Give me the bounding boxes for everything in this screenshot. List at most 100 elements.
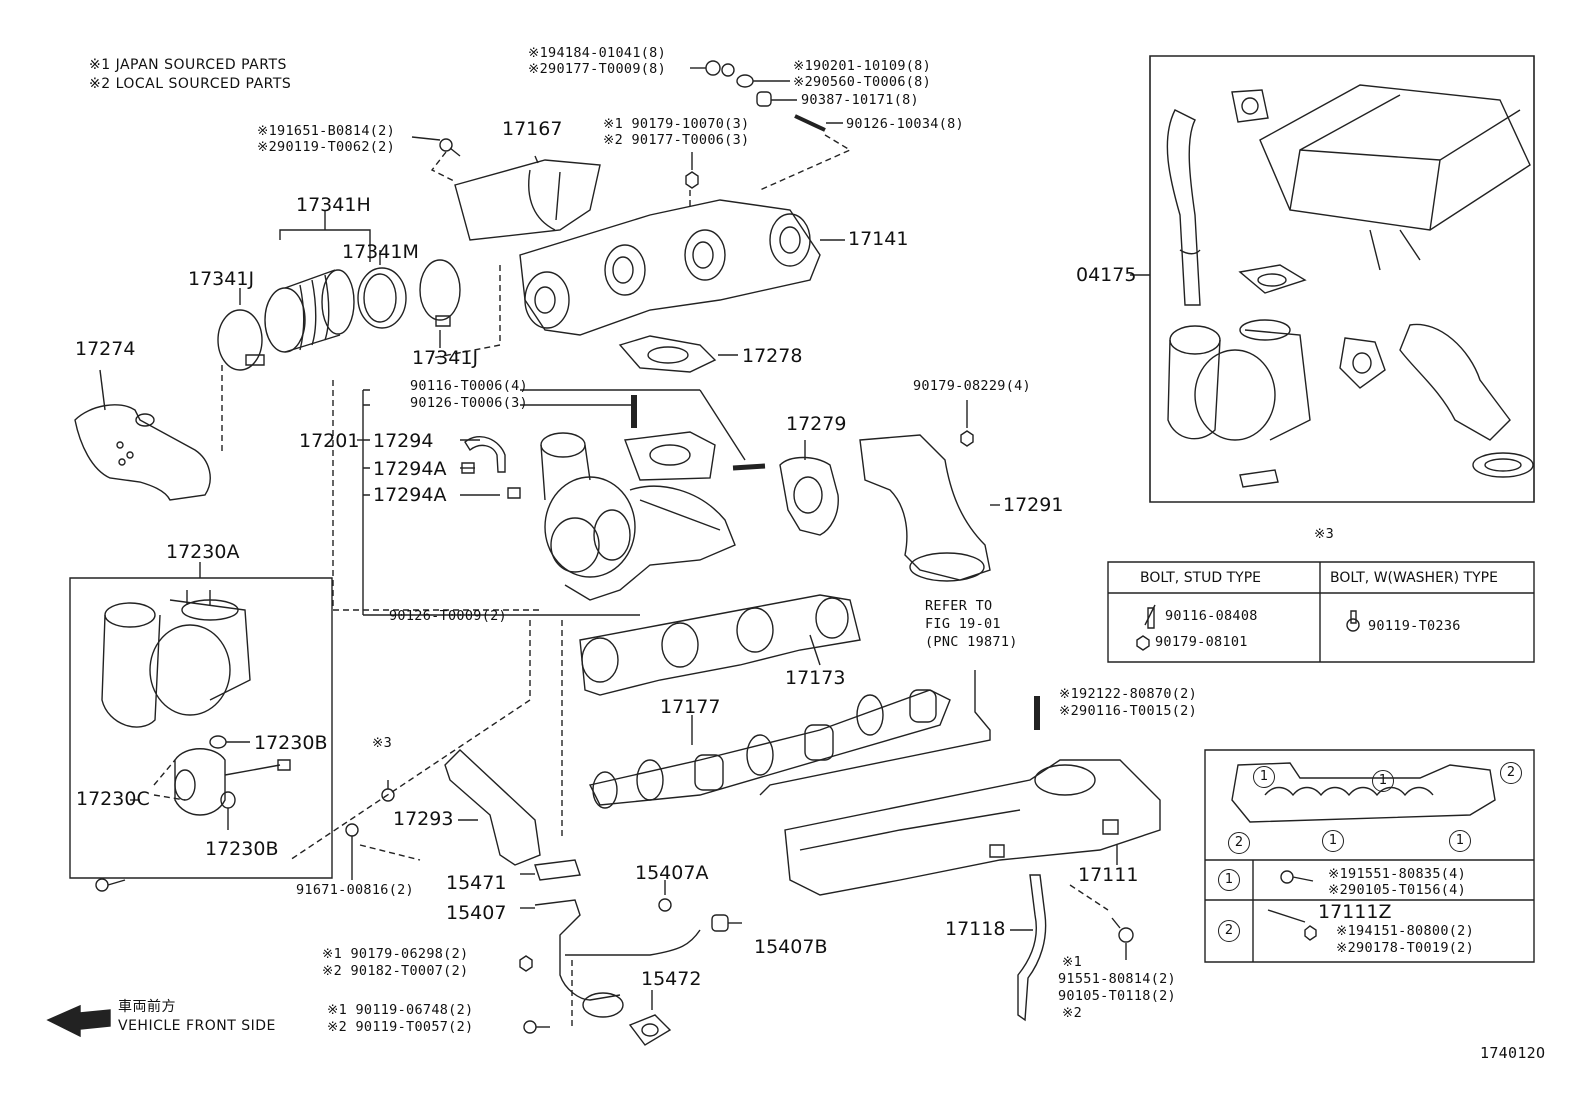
washer-17230B-bottom (221, 792, 235, 808)
part-17341H: 17341H (296, 194, 371, 216)
ref-290560: ※290560-T0006(8) (793, 74, 932, 90)
ref-191651: ※191651-B0814(2) (257, 123, 396, 139)
nut-icon-17291 (961, 431, 973, 446)
bolt-icon-17118 (1112, 918, 1133, 942)
ref-290177-T0009: ※290177-T0009(8) (528, 61, 667, 77)
kit-04175-frame (1150, 56, 1534, 502)
part-15407A: 15407A (635, 862, 709, 884)
stud-bolt-icon (1145, 605, 1155, 628)
sleeve-icon (757, 92, 771, 106)
washer-bolt-icon (1347, 611, 1359, 631)
part-17294A-1: 17294A (373, 458, 447, 480)
bracket-17341H (280, 210, 370, 262)
ref-90182-T0007: ※2 90182-T0007(2) (322, 963, 469, 979)
ref-90126-T0009: 90126-T0009(2) (389, 608, 507, 624)
gasket-circle-1c: 1 (1322, 830, 1344, 852)
gasket-17177-drawing (590, 690, 950, 808)
gasket-17278-drawing (620, 336, 715, 372)
turbo-17230A-drawing (102, 590, 250, 727)
pipe-17118-drawing (1018, 875, 1046, 1020)
bolt-table-col-stud: BOLT, STUD TYPE (1140, 570, 1262, 586)
part-17341M: 17341M (342, 241, 419, 263)
intake-manifold-17111-drawing (785, 760, 1160, 895)
part-17111Z: 17111Z (1318, 901, 1392, 923)
bolt-icon-15407A (659, 899, 671, 911)
bolt-icon-heatshield (440, 139, 460, 156)
ref-91671: 91671-00816(2) (296, 882, 414, 898)
part-17294A-2: 17294A (373, 484, 447, 506)
ref-refer-to: REFER TO (925, 598, 993, 614)
bolt-table-stud-1: 90116-08408 (1165, 608, 1258, 624)
part-17274: 17274 (75, 338, 136, 360)
clip-17294A-2 (508, 488, 520, 498)
part-17294: 17294 (373, 430, 434, 452)
ref-90177-T0006: ※2 90177-T0006(3) (603, 132, 750, 148)
ref-90119-T0057: ※2 90119-T0057(2) (327, 1019, 474, 1035)
ref-fig-19-01: FIG 19-01 (925, 616, 1001, 632)
part-17201: 17201 (299, 430, 360, 452)
part-15407: 15407 (446, 902, 507, 924)
clamp-17341J-right-drawing (420, 260, 460, 320)
part-17167: 17167 (502, 118, 563, 140)
gasket-row-circle-1: 1 (1218, 869, 1240, 891)
actuator-17230C-drawing (175, 749, 290, 815)
bracket-17201 (363, 390, 640, 615)
nut-icon-top (706, 61, 734, 76)
ref-note-1: ※1 (1062, 954, 1083, 970)
part-17279: 17279 (786, 413, 847, 435)
exhaust-manifold-17141-drawing (520, 200, 820, 335)
gasket-15471-drawing (535, 860, 580, 880)
union-15407B-drawing (712, 915, 728, 931)
gasket-ref-194151: ※194151-80800(2) (1336, 923, 1475, 939)
pipe-17274-drawing (75, 405, 210, 500)
turbocharger-17201-drawing (541, 432, 735, 600)
bolt-table-col-washer: BOLT, W(WASHER) TYPE (1330, 570, 1498, 586)
bolt-icon-15407 (524, 1021, 550, 1033)
part-17341J-bottom: 17341J (412, 347, 479, 369)
gasket-row-circle-2: 2 (1218, 920, 1240, 942)
kit-ring-drawing (1473, 453, 1533, 477)
gasket-circle-1a: 1 (1253, 766, 1275, 788)
gasket-ref-290178: ※290178-T0019(2) (1336, 940, 1475, 956)
ref-90105-T0118: 90105-T0118(2) (1058, 988, 1176, 1004)
part-17291: 17291 (1003, 494, 1064, 516)
gasket-ref-191551: ※191551-80835(4) (1328, 866, 1467, 882)
gasket-table-frame (1205, 750, 1534, 962)
washer-icon-top (737, 75, 753, 87)
part-15471: 15471 (446, 872, 507, 894)
ref-90179-06298: ※1 90179-06298(2) (322, 946, 469, 962)
bolt-table-stud-2: 90179-08101 (1155, 634, 1248, 650)
gasket-15472-drawing (630, 1015, 670, 1045)
ref-note-2: ※2 (1062, 1005, 1083, 1021)
clip-17294A-1 (462, 463, 474, 473)
ref-90387: 90387-10171(8) (801, 92, 919, 108)
ring-17341M-drawing (358, 268, 406, 328)
ref-91551-80814: 91551-80814(2) (1058, 971, 1176, 987)
hose-17294-drawing (465, 437, 505, 472)
ref-note-3: ※3 (372, 735, 393, 751)
vehicle-front-arrow-icon (48, 1006, 110, 1036)
part-17177: 17177 (660, 696, 721, 718)
nut-icon-manifold (686, 172, 698, 188)
gasket-circle-1b: 1 (1372, 770, 1394, 792)
ref-90116-T0006: 90116-T0006(4) (410, 378, 528, 394)
gasket-circle-1d: 1 (1449, 830, 1471, 852)
part-17341J-top: 17341J (188, 268, 255, 290)
kit-gasket-right (1340, 338, 1385, 388)
inset-17230A-frame (70, 578, 332, 878)
part-17141: 17141 (848, 228, 909, 250)
table-bolt-icon-2 (1268, 910, 1316, 940)
gasket-17173-drawing (580, 595, 860, 695)
gasket-ref-290105: ※290105-T0156(4) (1328, 882, 1467, 898)
part-17230B-bottom: 17230B (205, 838, 279, 860)
kit-intercooler-drawing (1260, 85, 1530, 270)
ref-194184: ※194184-01041(8) (528, 45, 667, 61)
ref-90179-10070: ※1 90179-10070(3) (603, 116, 750, 132)
ref-90119-06748: ※1 90119-06748(2) (327, 1002, 474, 1018)
bolt-table-washer: 90119-T0236 (1368, 618, 1461, 634)
legend-local: ※2 LOCAL SOURCED PARTS (89, 76, 292, 92)
stud-icon-top (795, 116, 825, 130)
part-17173: 17173 (785, 667, 846, 689)
direction-jp: 車両前方 (118, 999, 176, 1015)
bolt-icon-xe3 (382, 780, 394, 801)
